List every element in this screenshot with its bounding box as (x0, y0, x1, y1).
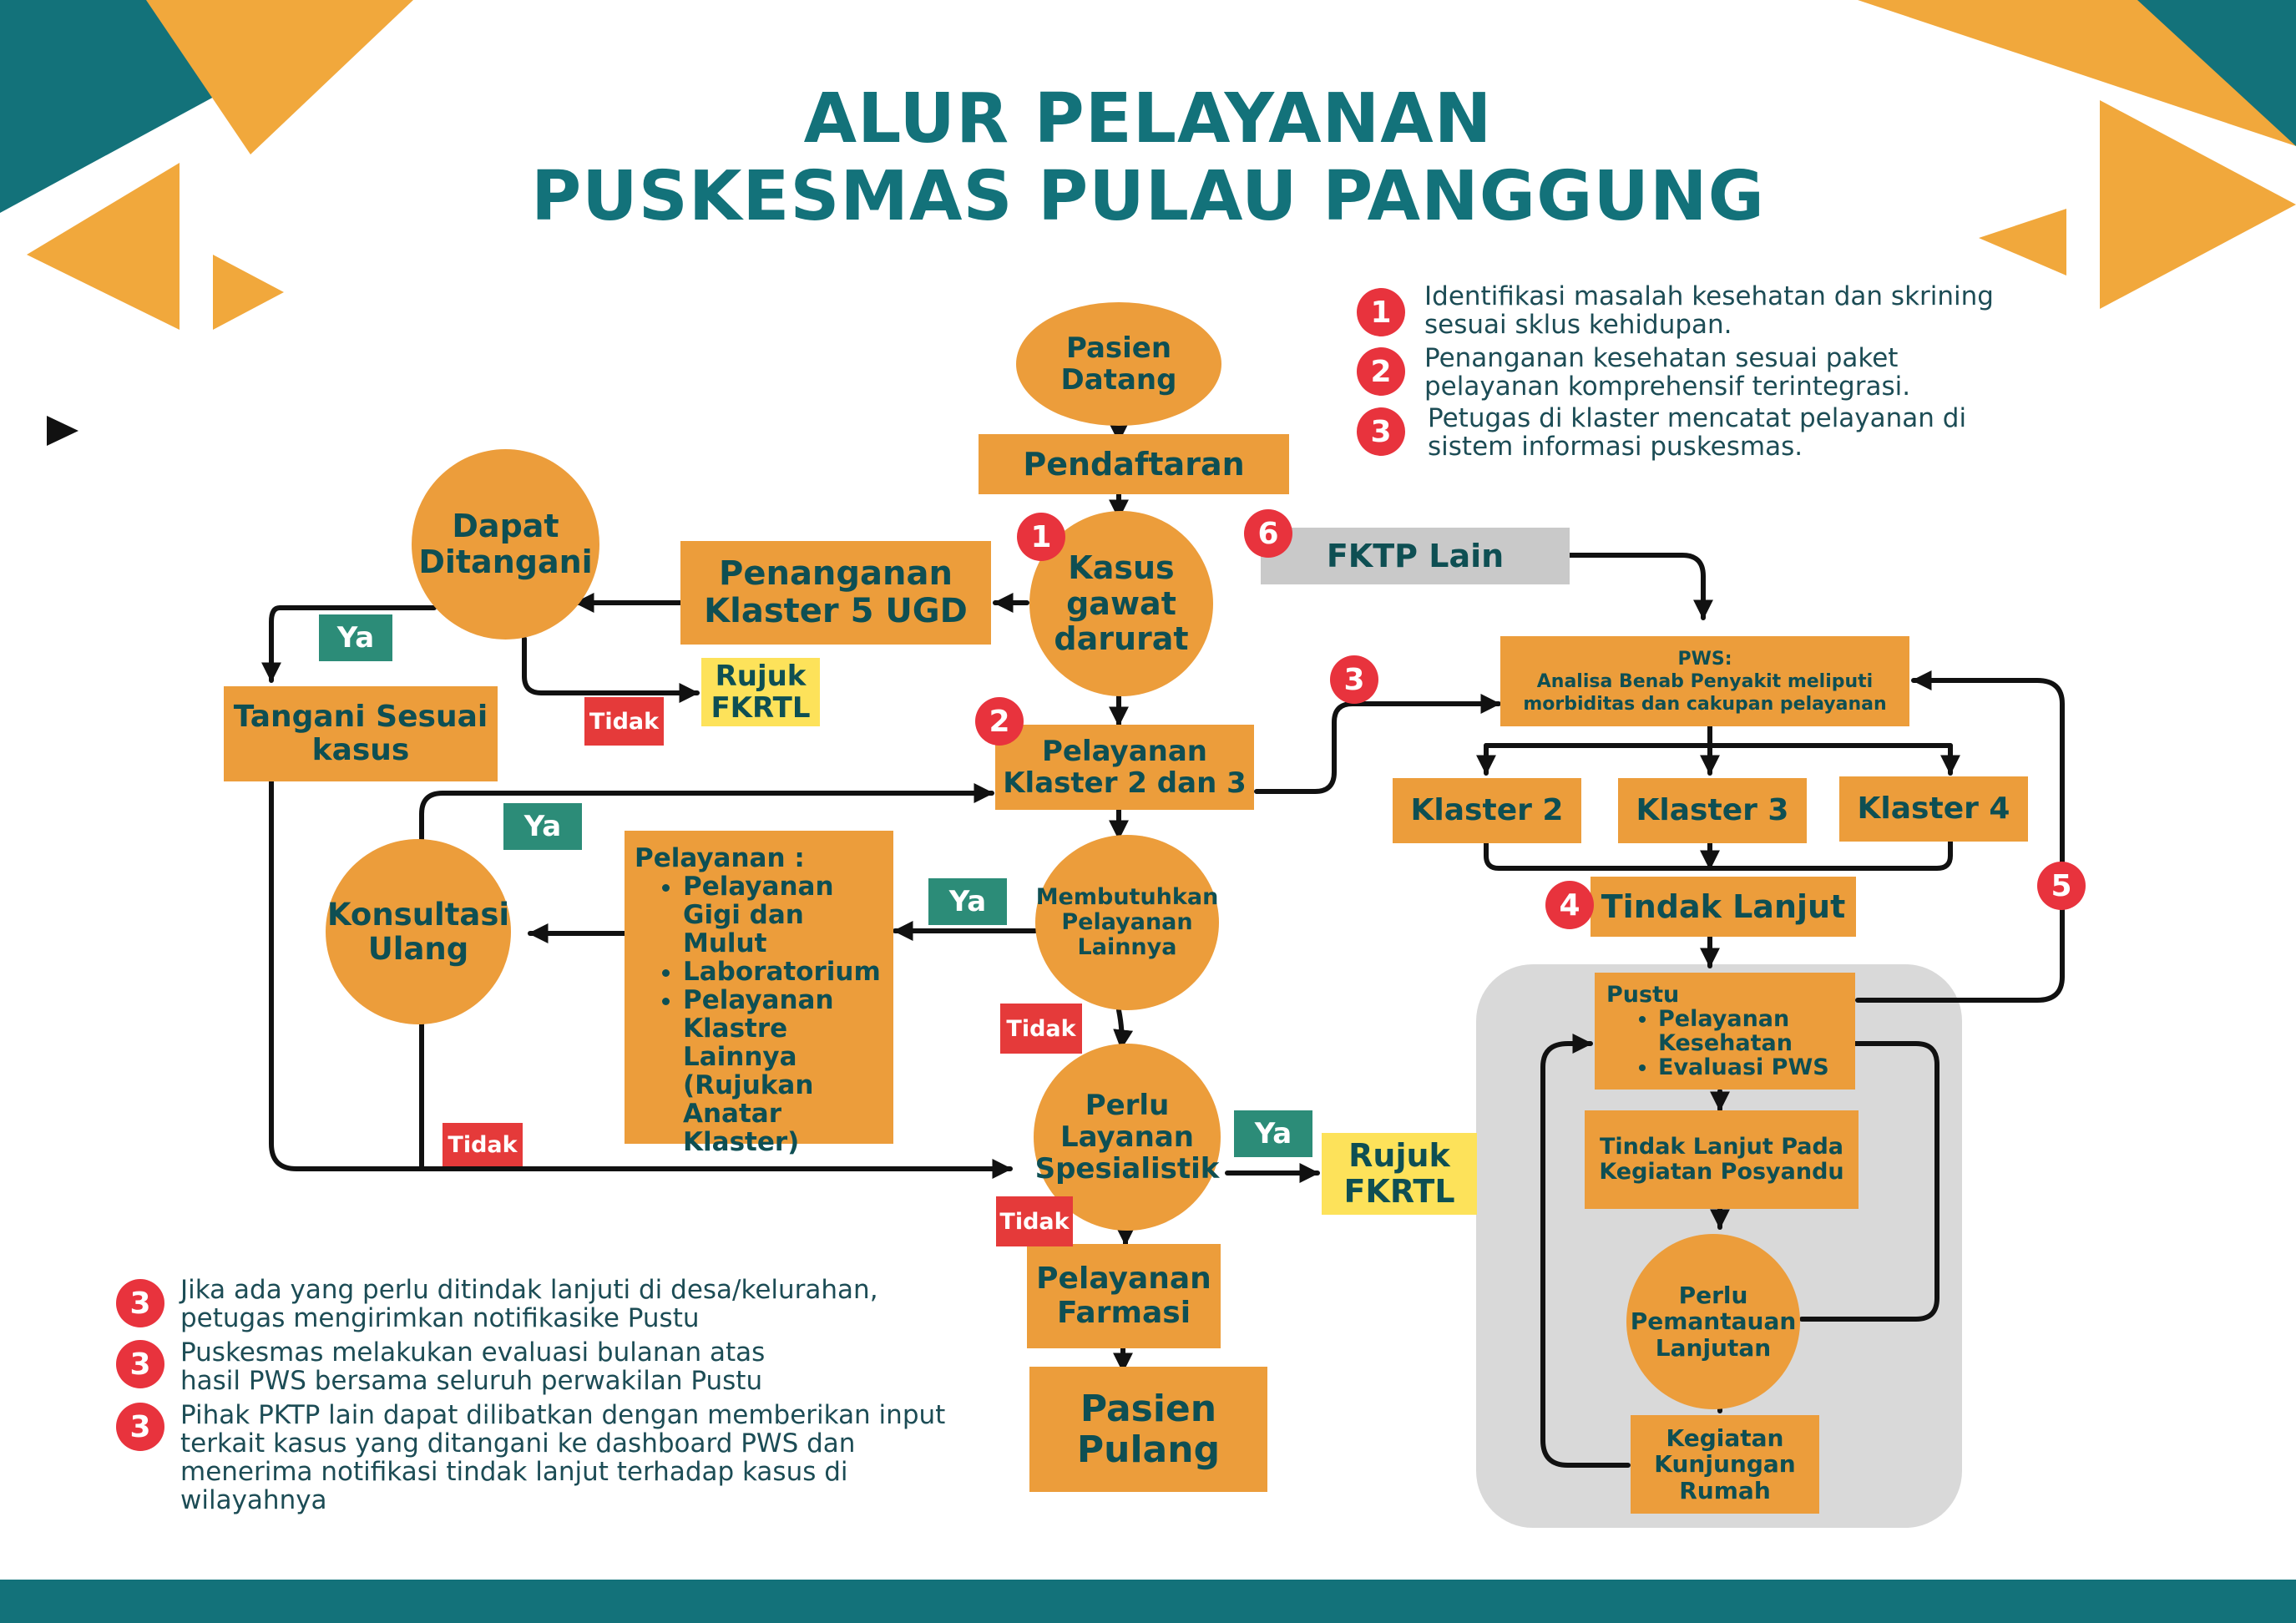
arrow-fktp-pws (1567, 553, 1713, 620)
deco-orange-topleft (146, 0, 413, 154)
legend-top-1-line1: Identifikasi masalah kesehatan dan skrin… (1424, 281, 1994, 311)
pelayanan-item-klaster-lainnya: Pelayanan Klastre Lainnya (Rujukan Anata… (683, 986, 883, 1156)
deco-orange-small-triangle (213, 255, 284, 330)
legend-bottom-2-line2: hasil PWS bersama seluruh perwakilan Pus… (180, 1366, 763, 1396)
legend-bottom-3-line1: Pihak PKTP lain dapat dilibatkan dengan … (180, 1400, 946, 1430)
node-konsultasi-ulang: Konsultasi Ulang (326, 839, 511, 1024)
label-ya-spesialistik: Ya (1234, 1110, 1312, 1157)
legend-bottom-badge-1: 3 (116, 1279, 164, 1327)
pustu-item-evaluasi-pws: Evaluasi PWS (1658, 1055, 1843, 1079)
node-pelayanan-lainnya-list: Pelayanan : Pelayanan Gigi dan Mulut Lab… (625, 831, 893, 1156)
page-title-line1: ALUR PELAYANAN (803, 79, 1493, 159)
label-tidak-spesialistik: Tidak (996, 1196, 1073, 1246)
legend-bottom-2-line1: Puskesmas melakukan evaluasi bulanan ata… (180, 1337, 766, 1368)
legend-top-3-line2: sistem informasi puskesmas. (1428, 432, 1803, 462)
deco-orange-right-small (1979, 209, 2066, 276)
deco-black-arrow (47, 416, 78, 446)
node-pasien-datang: Pasien Datang (1016, 302, 1221, 426)
node-klaster-4: Klaster 4 (1839, 776, 2028, 842)
arrow-dapat-rujuk (522, 636, 700, 703)
legend-bottom-badge-3: 3 (116, 1403, 164, 1451)
arrow-membutuhkan-perlu (1113, 1008, 1134, 1050)
node-dapat-ditangani: Dapat Ditangani (412, 449, 599, 640)
legend-bottom-3-line4: wilayahnya (180, 1485, 327, 1515)
pws-line-3: morbiditas dan cakupan pelayanan (1523, 693, 1887, 715)
node-pendaftaran: Pendaftaran (979, 434, 1289, 494)
deco-teal-topright (2137, 0, 2296, 146)
label-tidak-membutuhkan: Tidak (1000, 1004, 1082, 1054)
pelayanan-list-heading: Pelayanan : (635, 843, 805, 873)
node-tangani-sesuai-kasus: Tangani Sesuai kasus (224, 686, 498, 781)
pelayanan-item-laboratorium: Laboratorium (683, 958, 883, 986)
legend-top-item-1: Identifikasi masalah kesehatan dan skrin… (1424, 282, 1994, 339)
label-tidak-dapat-ditangani: Tidak (584, 697, 664, 746)
node-klaster-2: Klaster 2 (1393, 778, 1581, 843)
label-ya-membutuhkan: Ya (928, 878, 1007, 925)
deco-orange-left-triangle (27, 163, 180, 330)
arrow-to-spesialistik (269, 774, 1013, 1179)
node-fktp-lain: FKTP Lain (1261, 528, 1570, 584)
legend-top-3-line1: Petugas di klaster mencatat pelayanan di (1428, 403, 1967, 433)
step-badge-1: 1 (1017, 513, 1065, 561)
legend-top-item-2: Penanganan kesehatan sesuai paket pelaya… (1424, 344, 1910, 401)
node-pustu: Pustu Pelayanan Kesehatan Evaluasi PWS (1595, 973, 1855, 1090)
pustu-heading: Pustu (1606, 982, 1680, 1008)
node-penanganan-klaster5-ugd: Penanganan Klaster 5 UGD (680, 541, 991, 645)
pustu-item-pelayanan-kesehatan: Pelayanan Kesehatan (1658, 1007, 1843, 1055)
step-badge-6: 6 (1244, 509, 1292, 558)
node-membutuhkan-pelayanan-lainnya: Membutuhkan Pelayanan Lainnya (1035, 835, 1219, 1010)
legend-bottom-3-line3: menerima notifikasi tindak lanjut terhad… (180, 1457, 848, 1487)
legend-bottom-item-3: Pihak PKTP lain dapat dilibatkan dengan … (180, 1401, 945, 1514)
arrow-kunjungan-pustu (1540, 1034, 1631, 1468)
legend-bottom-item-1: Jika ada yang perlu ditindak lanjuti di … (180, 1276, 878, 1332)
node-perlu-pemantauan-lanjutan: Perlu Pemantauan Lanjutan (1626, 1234, 1800, 1409)
arrow-klaster23-pws (1254, 694, 1501, 794)
pws-line-2: Analisa Benab Penyakit meliputi (1536, 670, 1874, 692)
legend-top-item-3: Petugas di klaster mencatat pelayanan di… (1428, 404, 1966, 461)
pelayanan-item-gigi: Pelayanan Gigi dan Mulut (683, 872, 883, 958)
node-kegiatan-kunjungan-rumah: Kegiatan Kunjungan Rumah (1631, 1415, 1819, 1514)
node-pelayanan-farmasi: Pelayanan Farmasi (1027, 1244, 1221, 1348)
node-rujuk-fkrtl-2: Rujuk FKRTL (1322, 1133, 1477, 1215)
node-rujuk-fkrtl-1: Rujuk FKRTL (701, 658, 820, 726)
legend-bottom-badge-2: 3 (116, 1340, 164, 1388)
node-pelayanan-klaster-2-3: Pelayanan Klaster 2 dan 3 (995, 725, 1254, 810)
legend-top-1-line2: sesuai sklus kehidupan. (1424, 310, 1732, 340)
step-badge-5: 5 (2037, 862, 2086, 910)
legend-top-2-line2: pelayanan komprehensif terintegrasi. (1424, 372, 1911, 402)
label-ya-konsultasi: Ya (503, 803, 582, 850)
node-pasien-pulang: Pasien Pulang (1029, 1367, 1267, 1492)
legend-bottom-1-line2: petugas mengirimkan notifikasike Pustu (180, 1303, 700, 1333)
step-badge-2: 2 (975, 697, 1024, 746)
node-klaster-3: Klaster 3 (1618, 778, 1807, 843)
node-tindak-lanjut: Tindak Lanjut (1591, 877, 1856, 937)
line-klaster-merge (1484, 839, 1953, 871)
pws-title: PWS: (1677, 648, 1732, 670)
node-pws-analisa: PWS: Analisa Benab Penyakit meliputi mor… (1500, 636, 1909, 726)
arrow-dapat-tangani (261, 605, 437, 683)
arrow-pustu-pws (1855, 670, 2065, 1003)
label-ya-dapat-ditangani: Ya (319, 614, 392, 661)
deco-orange-right-triangle (2100, 100, 2296, 309)
legend-bottom-3-line2: terkait kasus yang ditangani ke dashboar… (180, 1428, 856, 1459)
legend-top-badge-1: 1 (1357, 288, 1405, 336)
deco-bottom-bar (0, 1580, 2296, 1623)
legend-top-badge-3: 3 (1357, 407, 1405, 456)
line-pustu-perlu (1799, 1041, 1939, 1322)
legend-bottom-item-2: Puskesmas melakukan evaluasi bulanan ata… (180, 1338, 765, 1395)
legend-top-2-line1: Penanganan kesehatan sesuai paket (1424, 343, 1899, 373)
node-tindak-lanjut-posyandu: Tindak Lanjut Pada Kegiatan Posyandu (1585, 1110, 1859, 1209)
arrow-konsultasi-klaster23 (419, 783, 994, 842)
legend-top-badge-2: 2 (1357, 347, 1405, 396)
step-badge-4: 4 (1545, 881, 1594, 929)
legend-bottom-1-line1: Jika ada yang perlu ditindak lanjuti di … (180, 1275, 878, 1305)
page-title-line2: PUSKESMAS PULAU PANGGUNG (531, 157, 1765, 236)
step-badge-3: 3 (1330, 655, 1378, 704)
label-tidak-konsultasi: Tidak (443, 1123, 523, 1166)
